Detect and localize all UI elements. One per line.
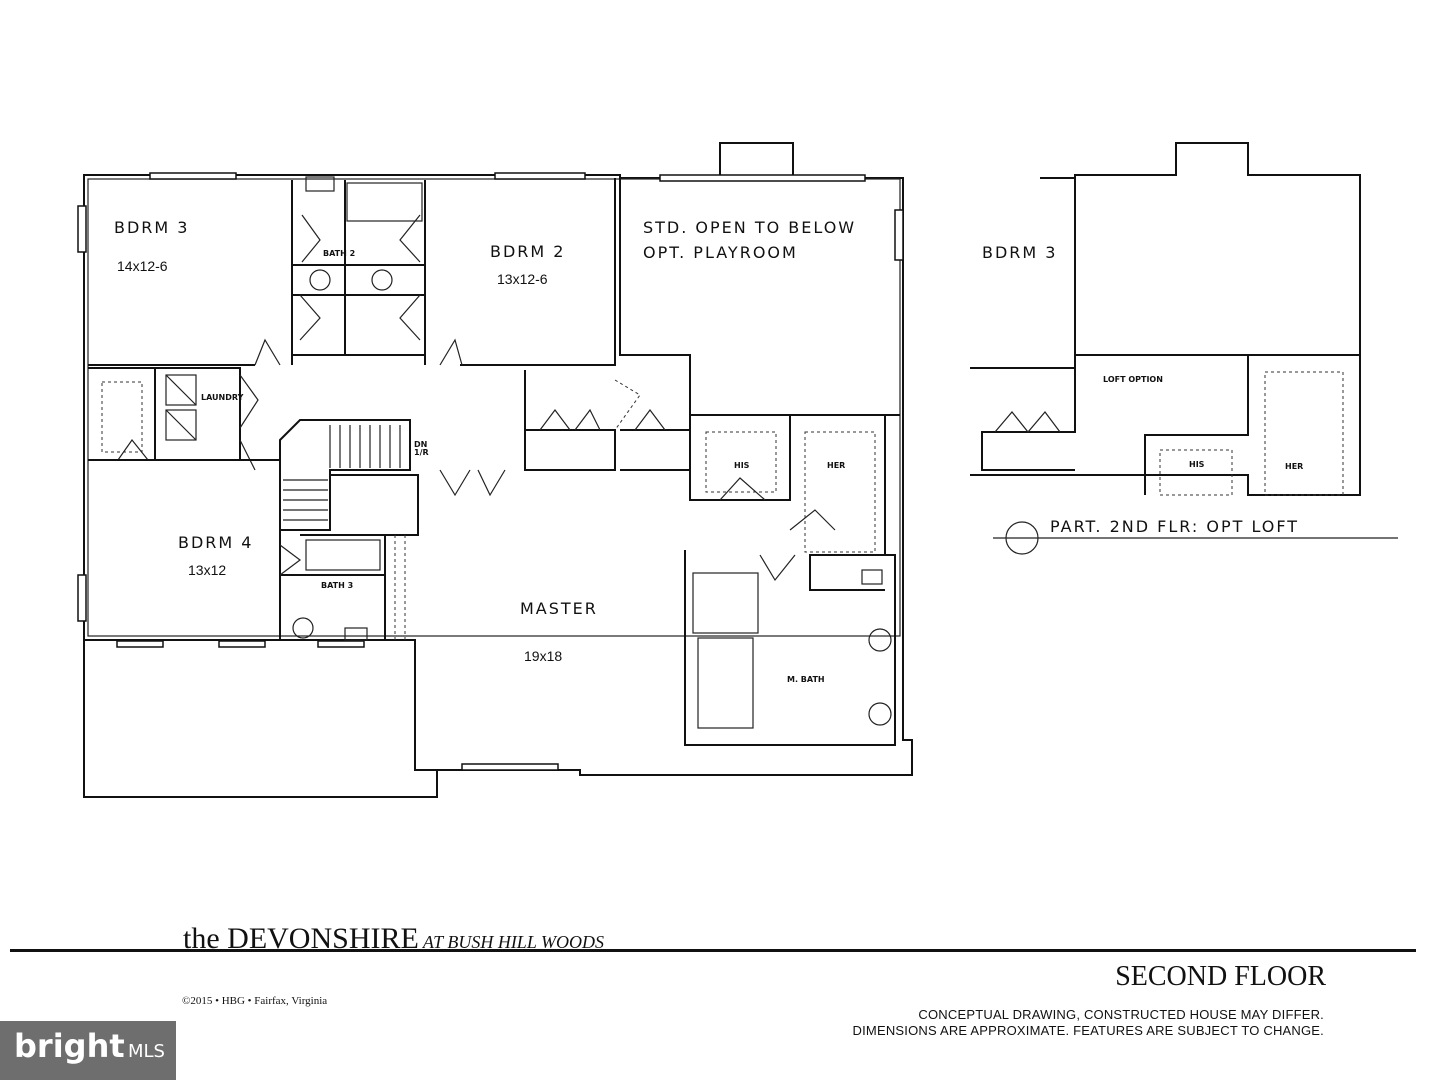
window (77, 574, 87, 622)
title-sub: AT BUSH HILL WOODS (422, 932, 604, 952)
window (659, 174, 866, 182)
his-label: HIS (734, 461, 750, 470)
window (494, 172, 586, 180)
toilet-icon (861, 569, 883, 585)
toilet-icon (305, 176, 335, 192)
his-closet (705, 431, 777, 493)
door-swing (117, 374, 259, 471)
loft-exterior (970, 142, 1361, 496)
bath3-tub (305, 539, 381, 571)
door-swing (759, 554, 796, 582)
bdrm2-wall (460, 178, 616, 366)
door-swing (439, 469, 506, 497)
closet (101, 381, 143, 453)
dryer-icon (165, 409, 197, 441)
loft-caption: PART. 2ND FLR: OPT LOFT (1050, 517, 1299, 536)
loft-bdrm3-label: BDRM 3 (982, 243, 1057, 262)
bath2-label: BATH 2 (323, 249, 355, 258)
interior-wall-offset (87, 178, 901, 637)
window (149, 172, 237, 180)
stair-treads (283, 425, 401, 521)
loft-his-closet (1159, 449, 1233, 496)
loft-option-label: LOFT OPTION (1103, 375, 1163, 384)
cabinet (539, 408, 666, 431)
window (218, 640, 266, 648)
her-closet (804, 431, 876, 553)
sink-icon (292, 617, 314, 639)
rail (524, 372, 641, 431)
disclaimer-line2: DIMENSIONS ARE APPROXIMATE. FEATURES ARE… (852, 1023, 1324, 1038)
logo-brand: bright (14, 1027, 125, 1065)
mbath-label: M. BATH (787, 675, 825, 684)
logo-mls: MLS (128, 1041, 165, 1062)
bdrm4-wall (88, 459, 386, 640)
door-swing (254, 338, 463, 366)
loft-option-plan: BDRM 3 LOFT OPTION HIS HER PART. 2ND FLR… (970, 142, 1398, 555)
closet-walls (689, 415, 886, 555)
washer-mark (165, 374, 197, 441)
stairs-sub-label: 1/R (414, 448, 429, 457)
stair-closet (330, 474, 419, 536)
tub-icon (697, 637, 754, 729)
loft-his-label: HIS (1189, 460, 1205, 469)
her-label: HER (827, 461, 845, 470)
window (77, 205, 87, 253)
bdrm2-label: BDRM 2 (490, 242, 565, 261)
loft-cabinet (994, 411, 1061, 433)
window (317, 640, 365, 648)
open-below-line1: STD. OPEN TO BELOW (643, 218, 856, 237)
open-below-wall (619, 178, 900, 416)
sink-icon (309, 269, 331, 291)
bdrm2-size: 13x12-6 (497, 271, 548, 287)
sink-icon (868, 628, 892, 652)
door-swing (279, 544, 301, 576)
bdrm3-size: 14x12-6 (117, 258, 168, 274)
stairs-dn-label: DN (414, 440, 427, 449)
window (461, 763, 559, 771)
rail (394, 535, 406, 640)
washer-icon (165, 374, 197, 406)
main-plan: BDRM 3 14x12-6 BDRM 2 13x12-6 STD. OPEN … (77, 142, 913, 798)
disclaimer-line1: CONCEPTUAL DRAWING, CONSTRUCTED HOUSE MA… (918, 1007, 1324, 1022)
laundry-label: LAUNDRY (201, 393, 244, 402)
bdrm4-size: 13x12 (188, 562, 226, 578)
bathtub-icon (346, 182, 423, 222)
brightmls-logo: bright MLS (0, 1021, 176, 1080)
open-below-line2: OPT. PLAYROOM (643, 243, 798, 262)
porch-roof (83, 640, 438, 798)
title-rule (10, 949, 1416, 952)
door-swing (719, 477, 836, 531)
window (894, 209, 904, 261)
window (116, 640, 164, 648)
floor-name: SECOND FLOOR (1115, 961, 1326, 992)
sink-icon (868, 702, 892, 726)
sink-icon (371, 269, 393, 291)
loft-interior (970, 178, 1360, 495)
copyright: ©2015 • HBG • Fairfax, Virginia (182, 995, 328, 1007)
loft-her-closet (1264, 371, 1344, 496)
hall-wall (524, 370, 691, 471)
bath3-label: BATH 3 (321, 581, 353, 590)
bdrm3-label: BDRM 3 (114, 218, 189, 237)
stair-wall (279, 419, 411, 531)
bdrm3-wall (88, 180, 293, 366)
master-label: MASTER (520, 599, 598, 618)
disclaimer: CONCEPTUAL DRAWING, CONSTRUCTED HOUSE MA… (853, 1007, 1324, 1039)
bath2-door (299, 214, 421, 341)
toilet-icon (344, 627, 368, 641)
master-size: 19x18 (524, 648, 562, 664)
bath2-wall (292, 180, 426, 365)
bdrm4-label: BDRM 4 (178, 533, 253, 552)
mbath-wall (684, 550, 896, 746)
loft-her-label: HER (1285, 462, 1303, 471)
shower-icon (692, 572, 759, 634)
